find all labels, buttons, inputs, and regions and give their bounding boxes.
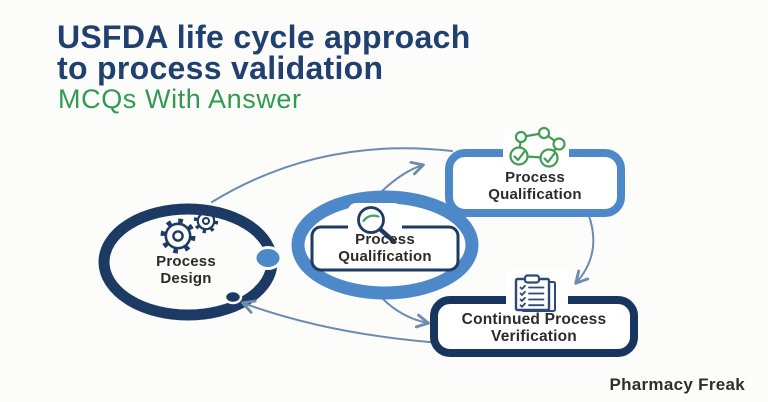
ring-navy-dot [223, 289, 243, 305]
process-qualification-center-label: Process Qualification [312, 231, 458, 265]
page-subtitle: MCQs With Answer [58, 84, 302, 114]
network-check-icon [503, 126, 569, 170]
page-title-line1: USFDA life cycle approach [57, 19, 471, 55]
page-title-line2: to process validation [57, 50, 384, 86]
pq-top-label-line2: Qualification [488, 186, 582, 203]
continued-process-verification-label: Continued Process Verification [434, 311, 634, 345]
process-design-label-line1: Process [156, 253, 216, 270]
arrow-design-to-top-qualification [211, 147, 453, 203]
brand-watermark: Pharmacy Freak [609, 375, 745, 394]
magnifier-icon [348, 203, 402, 245]
ring-blue-dot [253, 246, 283, 270]
pq-top-label-line1: Process [505, 169, 565, 186]
process-design-label: Process Design [106, 253, 266, 287]
clipboard-checklist-icon [506, 270, 568, 316]
process-design-label-line2: Design [160, 270, 212, 287]
cpv-label-line2: Verification [491, 328, 577, 345]
gears-icon [160, 208, 219, 254]
pq-center-label-line1: Process [355, 231, 415, 248]
arrow-top-qualification-to-verification [574, 215, 595, 285]
page-title: USFDA life cycle approach to process val… [57, 19, 471, 86]
cpv-label-line1: Continued Process [461, 311, 607, 328]
pq-center-label-line2: Qualification [338, 248, 432, 265]
process-qualification-top-label: Process Qualification [449, 169, 621, 203]
